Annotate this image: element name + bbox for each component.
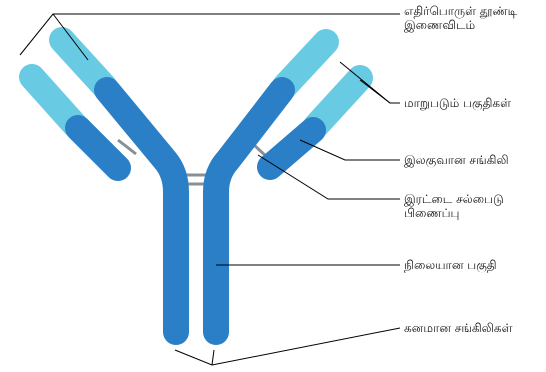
label-antigen-binding-site-line1: எதிர்பொருள் தூண்டி: [404, 4, 517, 18]
label-light-chain: இலகுவான சங்கிலி: [404, 153, 509, 167]
label-disulfide-bond-line1: இரட்டை சல்பைடு: [404, 192, 504, 206]
label-antigen-binding-site-line2: இணைவிடம்: [404, 18, 517, 32]
label-constant-region: நிலையான பகுதி: [404, 258, 497, 272]
label-antigen-binding-site: எதிர்பொருள் தூண்டி இணைவிடம்: [404, 4, 517, 32]
label-disulfide-bond: இரட்டை சல்பைடு பிணைப்பு: [404, 192, 504, 220]
heavy-chain-left: [62, 40, 176, 332]
label-heavy-chains: கனமான சங்கிலிகள்: [404, 321, 512, 335]
label-disulfide-bond-line2: பிணைப்பு: [404, 206, 504, 220]
label-variable-region: மாறுபடும் பகுதிகள்: [404, 96, 511, 110]
leader-heavy-chains-branch: [212, 350, 214, 365]
